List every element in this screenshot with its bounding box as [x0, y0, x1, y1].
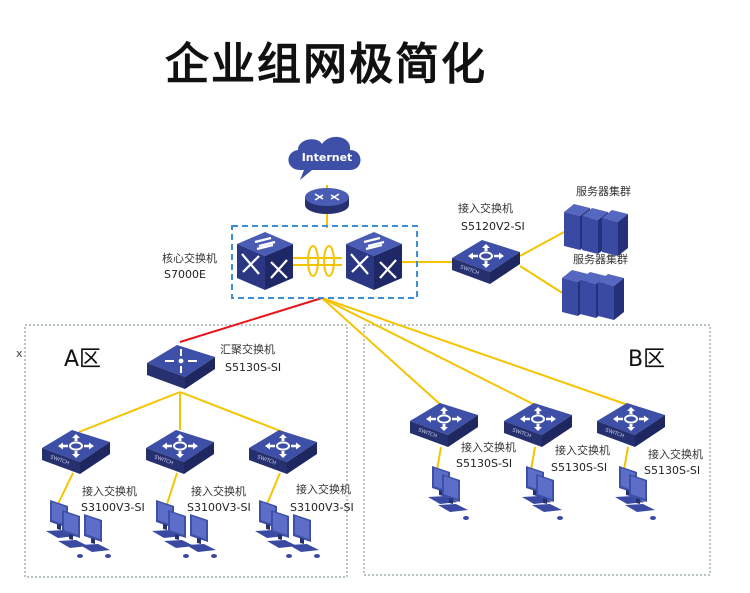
aggregation-model-label: S5130S-SI: [225, 361, 282, 374]
link-core-b1: [321, 297, 442, 406]
link-core-b3: [321, 297, 629, 406]
server-switch-model-label: S5120V2-SI: [461, 220, 525, 233]
link-a2-pc: [166, 472, 178, 505]
core-role-label: 核心交换机: [162, 252, 217, 265]
link-b1-pc: [436, 446, 442, 471]
link-server-cluster-1: [519, 231, 565, 257]
aggregation-role-label: 汇聚交换机: [220, 343, 275, 356]
zone-a-label: A区: [64, 347, 102, 372]
access-model-label: S5130S-SI: [644, 464, 701, 477]
switch-icon: [41, 429, 111, 475]
link-a1-pc: [57, 472, 74, 505]
pc-group-icon: [522, 466, 563, 520]
switch-icon: [145, 429, 215, 475]
server-cluster-label: 服务器集群: [576, 185, 631, 198]
yellow-links: [57, 185, 629, 505]
aggregation-switch-icon: [146, 344, 216, 390]
server-cluster-icon: [562, 270, 624, 320]
internet-label: Internet: [302, 151, 353, 164]
access-role-label: 接入交换机: [648, 448, 703, 461]
access-role-label: 接入交换机: [555, 444, 610, 457]
link-a3-pc: [266, 472, 281, 505]
server-switch-role-label: 接入交换机: [458, 202, 513, 215]
access-role-label: 接入交换机: [82, 485, 137, 498]
switch-icon: [451, 239, 521, 285]
core-switch-icon: [235, 230, 295, 292]
stack-link-ring-1: [307, 245, 319, 277]
switch-icon: [596, 402, 666, 448]
access-role-label: 接入交换机: [191, 485, 246, 498]
link-core-aggregation-red: [179, 297, 323, 343]
switch-icon: [248, 429, 318, 475]
server-cluster-icon: [564, 204, 628, 256]
access-model-label: S3100V3-SI: [187, 501, 251, 514]
access-model-label: S3100V3-SI: [290, 501, 354, 514]
server-cluster-label: 服务器集群: [573, 253, 628, 266]
router-icon: [305, 188, 349, 214]
access-model-label: S3100V3-SI: [81, 501, 145, 514]
link-core-b2: [321, 297, 536, 406]
link-b3-pc: [623, 446, 629, 471]
cloud-icon: Internet: [288, 136, 361, 180]
stack-link-ring-2: [323, 245, 335, 277]
core-frame: [231, 225, 418, 299]
core-model-label: S7000E: [164, 268, 206, 281]
link-b2-pc: [530, 446, 536, 471]
access-role-label: 接入交换机: [296, 483, 351, 496]
access-model-label: S5130S-SI: [551, 461, 608, 474]
zone-b-label: B区: [628, 347, 666, 372]
core-switch-icon: [344, 230, 404, 292]
zone-b-frame: [363, 324, 711, 576]
pc-group-icon: [428, 466, 469, 520]
link-agg-a1: [78, 391, 181, 433]
access-role-label: 接入交换机: [461, 441, 516, 454]
access-model-label: S5130S-SI: [456, 457, 513, 470]
link-agg-a3: [179, 391, 284, 433]
stray-mark: x: [16, 347, 23, 360]
link-server-cluster-2: [519, 265, 565, 295]
zone-a-frame: [24, 324, 348, 578]
diagram-title: 企业组网极简化: [165, 39, 487, 90]
